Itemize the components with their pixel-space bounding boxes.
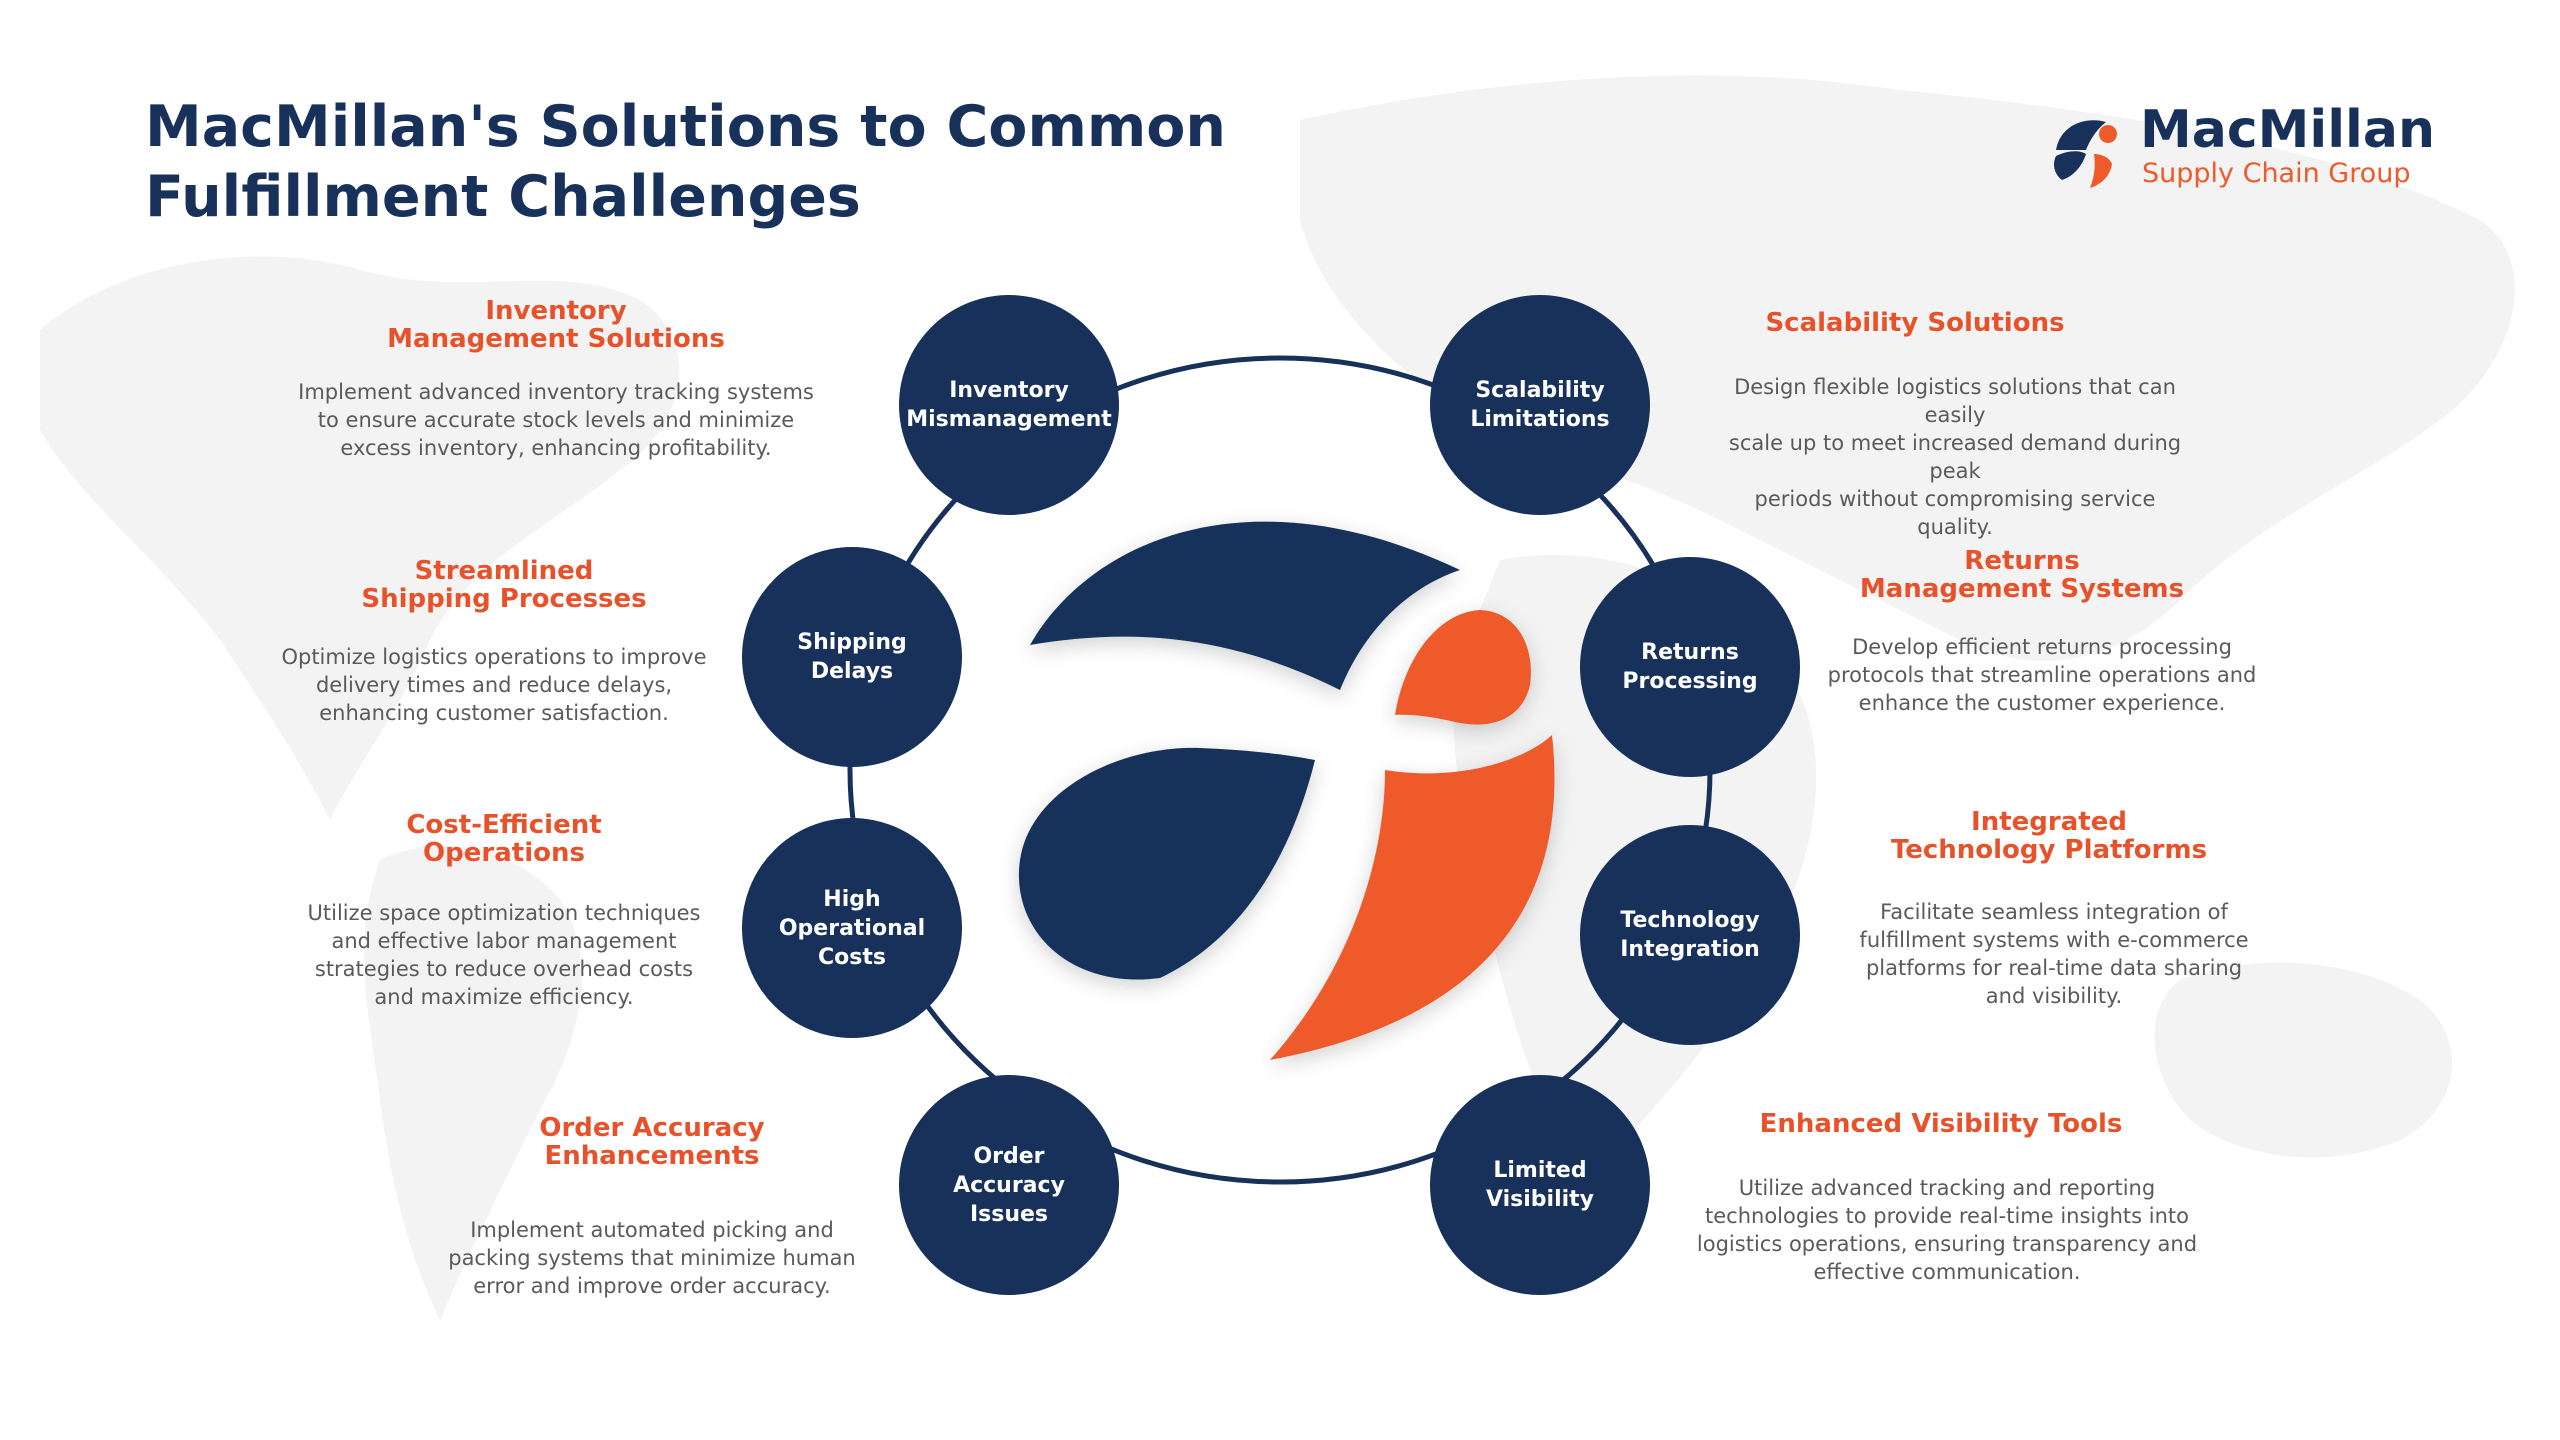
solution-returns-management: Returns Management Systems Develop effic… [1752,547,2292,717]
map-landmass-oceania [2154,962,2453,1158]
solution-order-accuracy: Order Accuracy Enhancements Implement au… [382,1114,922,1300]
challenge-node-limited-visibility: Limited Visibility [1430,1075,1650,1295]
challenge-node-shipping-delays: Shipping Delays [742,547,962,767]
map-landmass-south-america [364,845,582,1320]
challenge-node-inventory-mismanagement: Inventory Mismanagement [899,295,1119,515]
challenge-node-technology-integration: Technology Integration [1580,825,1800,1045]
challenge-node-scalability-limitations: Scalability Limitations [1430,295,1650,515]
solution-title: Scalability Solutions [1765,308,2065,338]
brand-tagline: Supply Chain Group [2142,158,2411,189]
solution-title: Enhanced Visibility Tools [1759,1109,2123,1139]
challenge-node-high-operational-costs: High Operational Costs [742,818,962,1038]
solution-title: Cost-Efficient Operations [406,810,602,868]
emblem-top-swoosh [1030,521,1460,690]
solution-integrated-technology: Integrated Technology Platforms Facilita… [1779,808,2319,1010]
emblem-left-drop [1018,747,1315,980]
emblem-orange-stem [1270,735,1555,1060]
solution-cost-efficient: Cost-Efficient Operations Utilize space … [234,811,774,1011]
solution-description: Facilitate seamless integration of fulfi… [1859,900,2249,1008]
macmillan-mark-icon [2054,120,2117,188]
solution-title: Returns Management Systems [1859,546,2185,604]
solution-enhanced-visibility: Enhanced Visibility Tools Utilize advanc… [1671,1110,2211,1286]
challenge-node-returns-processing: Returns Processing [1580,557,1800,777]
solution-description: Implement automated picking and packing … [448,1218,856,1298]
solution-description: Implement advanced inventory tracking sy… [298,380,814,460]
brand-name: MacMillan [2140,100,2435,160]
solution-description: Optimize logistics operations to improve… [281,645,707,725]
solution-inventory-management: Inventory Management Solutions Implement… [286,297,826,462]
emblem-orange-dot [1395,610,1531,725]
challenge-node-order-accuracy-issues: Order Accuracy Issues [899,1075,1119,1295]
solution-description: Utilize space optimization techniques an… [307,901,701,1009]
map-landmass-europe-asia [1300,75,2515,661]
solution-description: Utilize advanced tracking and reporting … [1696,1176,2198,1284]
solution-title: Order Accuracy Enhancements [539,1113,765,1171]
solution-scalability: Scalability Solutions Design flexible lo… [1645,309,2185,541]
solution-description: Develop efficient returns processing pro… [1827,635,2257,715]
solution-title: Integrated Technology Platforms [1890,807,2208,865]
page-title: MacMillan's Solutions to Common Fulfillm… [145,94,1226,230]
solution-title: Inventory Management Solutions [387,296,725,354]
solution-title: Streamlined Shipping Processes [361,556,647,614]
central-emblem [1018,521,1555,1060]
solution-description: Design flexible logistics solutions that… [1728,375,2182,539]
map-landmass-americas [40,256,680,820]
solution-streamlined-shipping: Streamlined Shipping Processes Optimize … [234,557,774,727]
